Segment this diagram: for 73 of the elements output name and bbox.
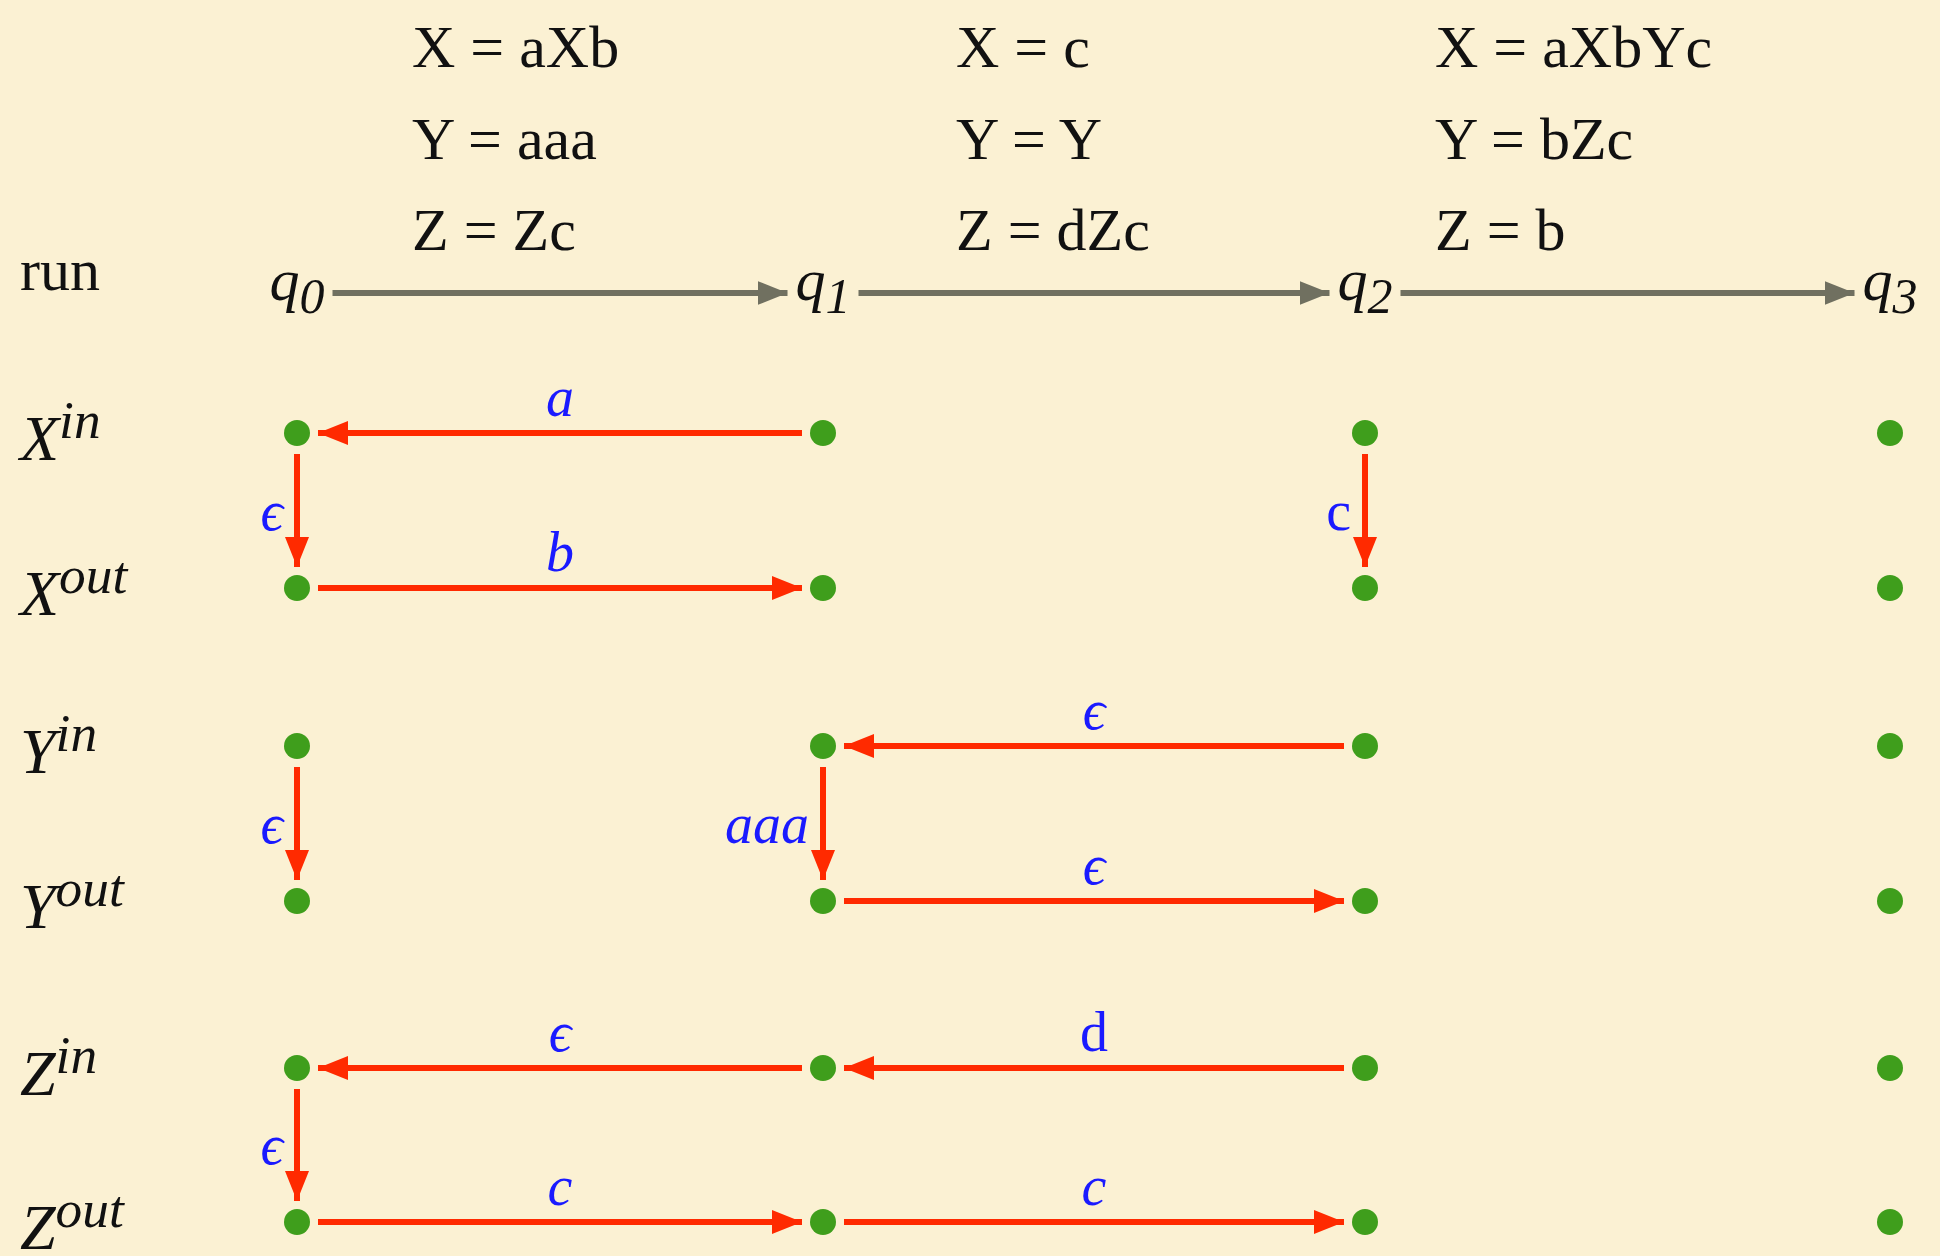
edge-label: ϵ bbox=[548, 1004, 572, 1060]
assignment-text: X = aXbYc bbox=[1435, 17, 1713, 77]
arrow bbox=[285, 1089, 309, 1201]
dot bbox=[1352, 1055, 1378, 1081]
state-label: q$_{2}$ bbox=[1337, 249, 1393, 321]
dot bbox=[1352, 733, 1378, 759]
arrow bbox=[332, 281, 788, 305]
dot bbox=[284, 1055, 310, 1081]
assignment-text: Z = b bbox=[1435, 200, 1566, 260]
arrow bbox=[1400, 281, 1855, 305]
assignment-text: Y = Y bbox=[956, 109, 1103, 169]
dot bbox=[1877, 1209, 1903, 1235]
arrow bbox=[844, 734, 1344, 758]
dot bbox=[810, 1055, 836, 1081]
edge-label: aaa bbox=[725, 795, 809, 852]
arrow bbox=[858, 281, 1330, 305]
edge-label: ϵ bbox=[1082, 682, 1106, 738]
arrow bbox=[285, 767, 309, 880]
dot bbox=[284, 733, 310, 759]
arrow bbox=[844, 1056, 1344, 1080]
edge-label: ϵ bbox=[260, 795, 283, 852]
assignment-text: Y = aaa bbox=[412, 109, 597, 169]
assignment-text: Z = Zc bbox=[412, 200, 576, 260]
dot bbox=[1352, 1209, 1378, 1235]
dot bbox=[810, 420, 836, 446]
dot bbox=[284, 888, 310, 914]
assignment-text: X = aXb bbox=[412, 17, 620, 77]
row-label: Y$^{out}$ bbox=[20, 862, 124, 940]
dot bbox=[1877, 1055, 1903, 1081]
assignment-text: X = c bbox=[956, 17, 1090, 77]
arrow bbox=[811, 767, 835, 880]
row-label: Y$^{in}$ bbox=[20, 707, 98, 785]
row-label: run bbox=[20, 240, 100, 300]
arrow bbox=[1353, 454, 1377, 567]
row-label: Z$^{out}$ bbox=[20, 1183, 124, 1256]
dot bbox=[810, 888, 836, 914]
dot bbox=[1877, 575, 1903, 601]
edge-label: c bbox=[1081, 1158, 1107, 1214]
row-label: X$^{in}$ bbox=[20, 394, 101, 472]
edge-label: a bbox=[546, 369, 574, 425]
arrow bbox=[318, 1210, 802, 1234]
arrow bbox=[318, 1056, 802, 1080]
dot bbox=[284, 420, 310, 446]
edge-label: ϵ bbox=[1082, 837, 1106, 893]
edge-label: d bbox=[1080, 1004, 1108, 1060]
edge-label: b bbox=[546, 524, 574, 580]
assignment-text: Z = dZc bbox=[956, 200, 1150, 260]
assignment-text: Y = bZc bbox=[1435, 109, 1634, 169]
dot bbox=[1352, 575, 1378, 601]
dot bbox=[1352, 888, 1378, 914]
dot bbox=[284, 575, 310, 601]
dot bbox=[810, 733, 836, 759]
dot bbox=[284, 1209, 310, 1235]
row-label: X$^{out}$ bbox=[20, 549, 128, 627]
edge-label: ϵ bbox=[260, 1117, 283, 1173]
arrow bbox=[318, 421, 802, 445]
arrow bbox=[318, 576, 802, 600]
dot bbox=[810, 575, 836, 601]
state-label: q$_{0}$ bbox=[269, 249, 325, 321]
edge-label: ϵ bbox=[260, 482, 283, 539]
dot bbox=[1877, 888, 1903, 914]
edge-label: c bbox=[1326, 482, 1351, 539]
state-label: q$_{3}$ bbox=[1862, 249, 1918, 321]
state-label: q$_{1}$ bbox=[795, 249, 851, 321]
row-label: Z$^{in}$ bbox=[20, 1029, 98, 1107]
dot bbox=[1877, 733, 1903, 759]
arrow bbox=[285, 454, 309, 567]
arrow bbox=[844, 1210, 1344, 1234]
edge-label: c bbox=[547, 1158, 573, 1214]
dot bbox=[1352, 420, 1378, 446]
arrow bbox=[844, 889, 1344, 913]
dot bbox=[810, 1209, 836, 1235]
dot bbox=[1877, 420, 1903, 446]
